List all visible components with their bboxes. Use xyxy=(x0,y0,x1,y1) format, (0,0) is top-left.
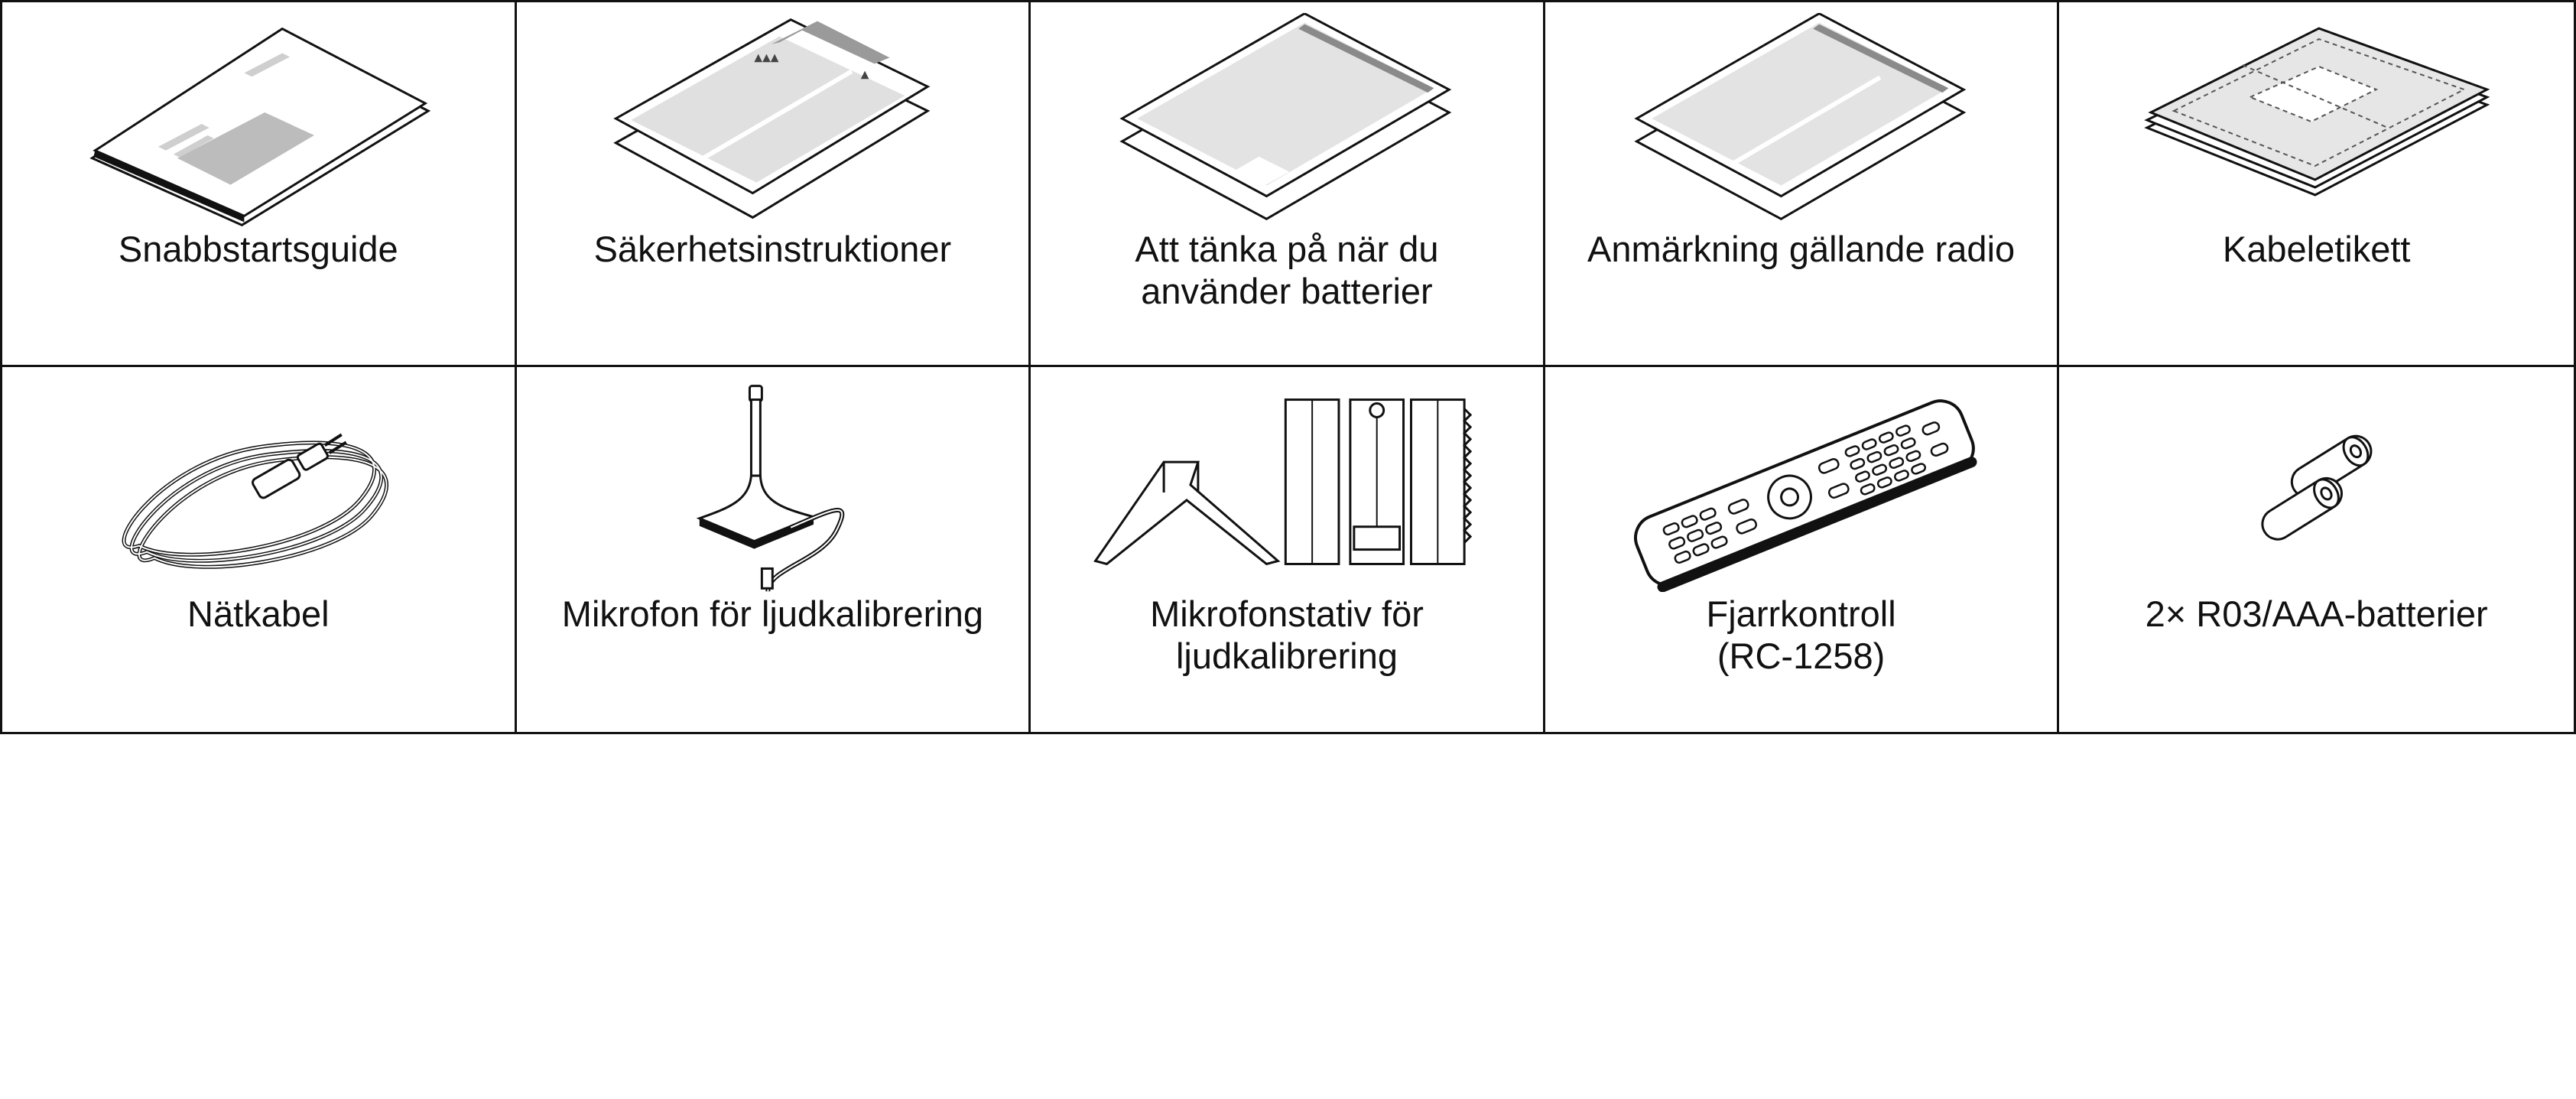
accessory-label: Mikrofon för ljudkalibrering xyxy=(561,593,983,634)
accessory-label: Säkerhetsinstruktioner xyxy=(593,229,952,269)
accessory-cell-quick-start-guide: Snabbstartsguide xyxy=(2,2,517,367)
power-cord-icon xyxy=(2,378,515,592)
accessory-cell-power-cord: Nätkabel xyxy=(2,367,517,732)
accessory-label: 2× R03/AAA-batterier xyxy=(2145,593,2488,634)
accessory-label: Fjarrkontroll (RC-1258) xyxy=(1706,593,1896,676)
battery-notes-icon xyxy=(1031,13,1543,227)
accessory-cell-microphone: Mikrofon för ljudkalibrering xyxy=(517,367,1031,732)
accessory-label: Snabbstartsguide xyxy=(118,229,398,269)
cable-label-icon xyxy=(2059,13,2574,227)
safety-instructions-icon: ▲▲▲ ▲ xyxy=(517,13,1029,227)
accessories-grid: Snabbstartsguide ▲▲▲ ▲ Säkerhetsinstrukt… xyxy=(0,0,2576,734)
accessory-cell-radio-notes: Anmärkning gällande radio xyxy=(1545,2,2060,367)
accessory-label: Att tänka på när du använder batterier xyxy=(1135,229,1439,311)
svg-text:▲: ▲ xyxy=(860,68,869,80)
accessory-label: Kabeletikett xyxy=(2222,229,2411,269)
accessory-cell-microphone-stand: Mikrofonstativ för ljudkalibrering xyxy=(1031,367,1545,732)
remote-control-icon xyxy=(1545,378,2058,592)
aaa-batteries-icon xyxy=(2059,378,2574,592)
accessory-cell-remote-control: Fjarrkontroll (RC-1258) xyxy=(1545,367,2060,732)
radio-notes-icon xyxy=(1545,13,2058,227)
quick-start-guide-icon xyxy=(2,13,515,227)
accessory-label: Anmärkning gällande radio xyxy=(1587,229,2016,269)
accessory-cell-battery-notes: Att tänka på när du använder batterier xyxy=(1031,2,1545,367)
microphone-icon xyxy=(517,378,1029,592)
microphone-stand-icon xyxy=(1031,378,1543,592)
svg-text:▲▲▲: ▲▲▲ xyxy=(754,51,778,63)
accessory-label: Nätkabel xyxy=(187,593,330,634)
accessory-label: Mikrofonstativ för ljudkalibrering xyxy=(1150,593,1424,676)
accessory-cell-aaa-batteries: 2× R03/AAA-batterier xyxy=(2059,367,2574,732)
accessory-cell-cable-label: Kabeletikett xyxy=(2059,2,2574,367)
accessory-cell-safety-instructions: ▲▲▲ ▲ Säkerhetsinstruktioner xyxy=(516,2,1031,367)
